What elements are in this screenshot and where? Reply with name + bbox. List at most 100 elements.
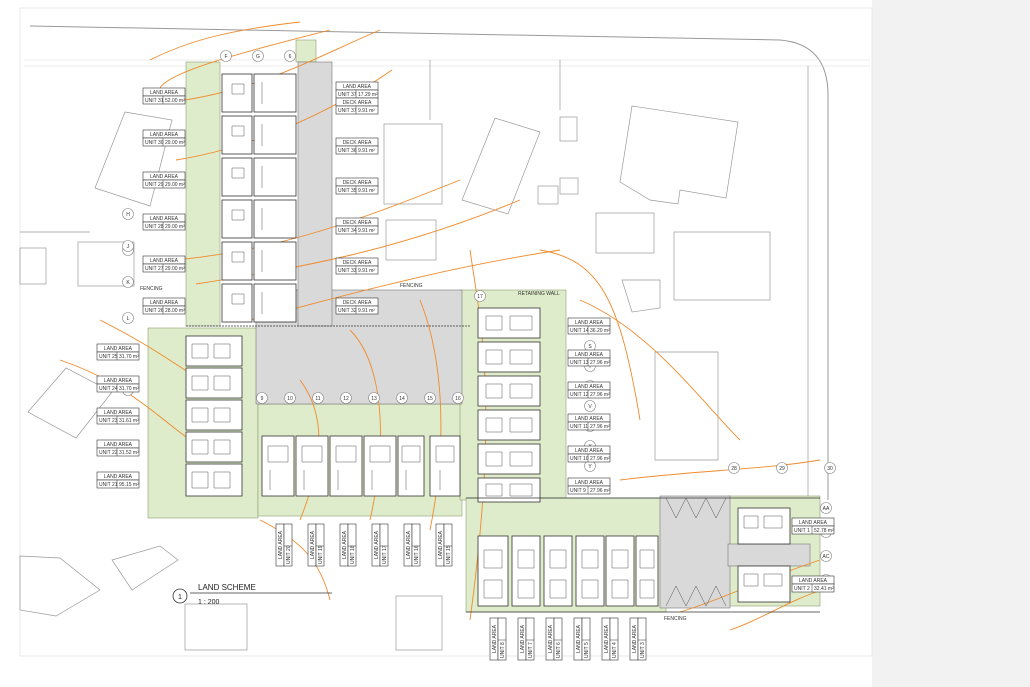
area-tag-unit: UNIT 33 xyxy=(338,268,357,274)
grid-bubble: 28 xyxy=(728,462,740,474)
area-tag-unit: UNIT 9 xyxy=(570,488,586,494)
grid-bubble: 11 xyxy=(312,392,324,404)
grid-bubble: G xyxy=(252,50,264,62)
area-tag-value: 27.96 m² xyxy=(590,488,610,494)
area-tag-title: DECK AREA xyxy=(343,140,372,146)
area-tag-unit: UNIT 31 xyxy=(145,98,164,104)
site-boundary xyxy=(29,25,829,500)
area-tag-title: LAND AREA xyxy=(104,346,133,352)
area-tag-value: 17.29 m² xyxy=(358,92,378,98)
grid-bubble: J xyxy=(122,240,134,252)
sheet-margin xyxy=(872,0,1030,687)
grid-bubble-label: 10 xyxy=(287,396,293,402)
grid-bubble: 10 xyxy=(284,392,296,404)
area-tag-value: 9.91 m² xyxy=(358,108,375,114)
grid-bubble: 30 xyxy=(824,462,836,474)
grid-bubble-label: 13 xyxy=(371,396,377,402)
area-tag-title: LAND AREA xyxy=(104,378,133,384)
grid-bubble: 15 xyxy=(424,392,436,404)
area-tag-unit: UNIT 18 xyxy=(350,545,356,564)
scheme-title: LAND SCHEME xyxy=(198,583,256,592)
units-row-central xyxy=(261,435,461,497)
area-tag-value: 9.91 m² xyxy=(358,268,375,274)
fencing-label-south: FENCING xyxy=(664,616,687,622)
grid-bubble: L xyxy=(122,312,134,324)
area-tag-title: LAND AREA xyxy=(150,300,179,306)
area-tag-value: 9.91 m² xyxy=(358,228,375,234)
area-tag-title: LAND AREA xyxy=(150,174,179,180)
area-tag-title: LAND AREA xyxy=(548,624,554,653)
area-tag-title: DECK AREA xyxy=(343,260,372,266)
area-tag-unit: UNIT 29 xyxy=(145,182,164,188)
area-tag-unit: UNIT 25 xyxy=(99,354,118,360)
area-tag-unit: UNIT 24 xyxy=(99,386,118,392)
grid-bubble-label: 6 xyxy=(289,54,292,60)
area-tag-title: LAND AREA xyxy=(575,416,604,422)
grid-bubble-label: H xyxy=(126,212,130,218)
grid-bubble-label: 17 xyxy=(477,294,483,300)
grid-bubble-label: F xyxy=(224,54,227,60)
area-tag-unit: UNIT 34 xyxy=(338,228,357,234)
neighbour-buildings xyxy=(19,60,809,651)
scheme-scale: 1 : 200 xyxy=(198,599,220,606)
area-tag-value: 36.20 m² xyxy=(590,328,610,334)
area-tag-unit: UNIT 37 xyxy=(338,108,357,114)
area-tag-unit: UNIT 19 xyxy=(318,545,324,564)
grid-bubble-label: 16 xyxy=(455,396,461,402)
area-tag-value: 95.15 m² xyxy=(119,482,139,488)
grid-bubble: 16 xyxy=(452,392,464,404)
area-tag-title: LAND AREA xyxy=(342,530,348,559)
area-tag-value: 29.00 m² xyxy=(165,224,185,230)
grid-bubble-label: 12 xyxy=(343,396,349,402)
area-tag-value: 9.91 m² xyxy=(358,148,375,154)
retaining-wall-label: RETAINING WALL xyxy=(518,291,560,297)
area-tag-unit: UNIT 3 xyxy=(640,642,646,658)
area-tag-value: 31.70 m² xyxy=(119,354,139,360)
area-tag-unit: UNIT 12 xyxy=(570,392,589,398)
area-tag-unit: UNIT 28 xyxy=(145,224,164,230)
area-tag-unit: UNIT 15 xyxy=(446,545,452,564)
area-tag-title: LAND AREA xyxy=(799,520,828,526)
grid-bubble: 6 xyxy=(284,50,296,62)
area-tag-value: 28.00 m² xyxy=(165,308,185,314)
area-tag-unit: UNIT 23 xyxy=(99,418,118,424)
grid-bubble: 9 xyxy=(256,392,268,404)
grid-bubble-label: T xyxy=(588,364,591,370)
area-tag-title: LAND AREA xyxy=(604,624,610,653)
units-block-east xyxy=(477,307,541,503)
area-tag-title: LAND AREA xyxy=(576,624,582,653)
area-tag-title: LAND AREA xyxy=(150,216,179,222)
grid-bubble-label: 11 xyxy=(315,396,320,402)
area-tag-unit: UNIT 14 xyxy=(570,328,589,334)
area-tag-value: 29.00 m² xyxy=(165,182,185,188)
grid-bubble-label: 28 xyxy=(731,466,737,472)
area-tag-title: LAND AREA xyxy=(104,410,133,416)
area-tag-value: 31.61 m² xyxy=(119,418,139,424)
area-tag-title: DECK AREA xyxy=(343,100,372,106)
grid-bubble-label: S xyxy=(588,344,592,350)
area-tag-title: LAND AREA xyxy=(438,530,444,559)
area-tag-title: LAND AREA xyxy=(150,90,179,96)
